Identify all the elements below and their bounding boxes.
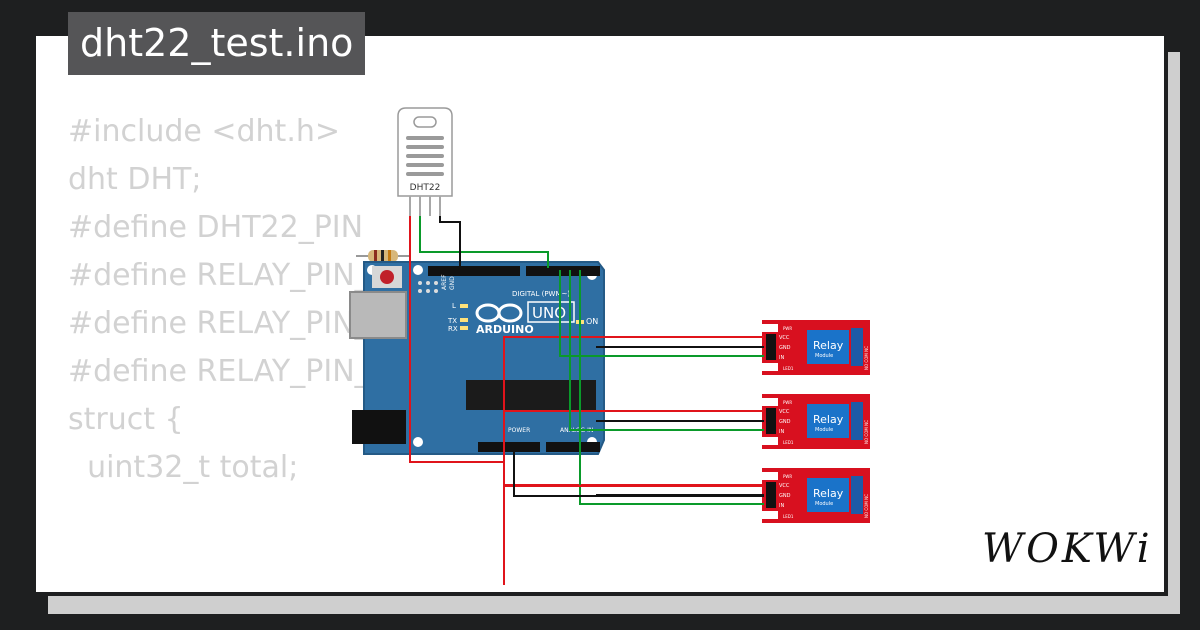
sensor-label: DHT22 (410, 183, 441, 193)
wire-sensor-vcc (409, 216, 504, 463)
gnd-label: GND (449, 276, 456, 290)
code-line: #define RELAY_PIN_ (68, 306, 370, 341)
relay-led1 (762, 363, 778, 371)
relay-box (807, 478, 849, 512)
relay-led-label: LED1 (783, 440, 794, 445)
relay-pin-label: IN (779, 355, 784, 361)
code-preview: #include <dht.h> dht DHT; #define DHT22_PI… (68, 108, 426, 492)
tx-label: TX (447, 317, 457, 325)
rx-label: RX (448, 325, 458, 333)
relay-pin-header (766, 482, 776, 508)
relay-subtitle: Module (815, 501, 833, 507)
wire-ground-bus (513, 446, 764, 497)
relay-pin-label: IN (779, 503, 784, 509)
relay-pin-label: VCC (779, 409, 790, 415)
relay-pin-label: GND (779, 345, 791, 351)
arduino-logo-icon (475, 303, 523, 323)
dht22-sensor[interactable]: DHT22 (397, 107, 453, 216)
relay-pwr-label: PWR (783, 326, 792, 331)
relay-pin-label: IN (779, 429, 784, 435)
wire-signal (579, 270, 764, 505)
relay-pwr-led (762, 472, 778, 480)
relay-box (807, 404, 849, 438)
relay-led1 (762, 511, 778, 519)
power-label: POWER (508, 427, 530, 434)
relay-pin-label: VCC (779, 483, 790, 489)
aref-label: AREF (441, 274, 448, 290)
relay-pwr-label: PWR (783, 474, 792, 479)
arduino-brand: ARDUINO (476, 323, 534, 336)
code-line: #include <dht.h> (68, 114, 341, 149)
code-line: dht DHT; (68, 162, 202, 197)
relay-terminal-labels: NO COM NC (864, 420, 869, 444)
wire-sensor-gnd (439, 216, 461, 268)
wire-sensor-data (419, 216, 549, 268)
relay-pin-label: VCC (779, 335, 790, 341)
relay-title: Relay (813, 339, 844, 352)
l-label: L (452, 302, 456, 310)
relay-led1 (762, 437, 778, 445)
relay-pin-header (766, 334, 776, 360)
on-label: ON (586, 317, 598, 326)
relay-subtitle: Module (815, 353, 833, 359)
digital-label: DIGITAL (PWM~) (512, 290, 570, 298)
code-line: #define RELAY_PIN_ (68, 258, 370, 293)
wire-power-bus (503, 462, 764, 487)
arduino-uno-board[interactable]: DIGITAL (PWM~) AREF GND ARDUINO UNO L TX… (349, 261, 605, 455)
relay-pwr-label: PWR (783, 400, 792, 405)
relay-led-label: LED1 (783, 366, 794, 371)
wires (409, 216, 764, 585)
relay-terminal-labels: NO COM NC (864, 494, 869, 518)
wire-vcc (503, 336, 600, 437)
relay-terminal-block (851, 476, 863, 514)
relay-pwr-led (762, 398, 778, 406)
code-line: uint32_t total; (68, 450, 299, 485)
wire-vcc (503, 484, 600, 585)
relay-pin-header (766, 408, 776, 434)
code-line: #define DHT22_PIN (68, 210, 364, 245)
wire-signal (569, 270, 764, 431)
relay-box (807, 330, 849, 364)
code-line: struct { (68, 402, 184, 437)
relay-led-label: LED1 (783, 514, 794, 519)
wire-signal (559, 270, 764, 357)
relay-title: Relay (813, 413, 844, 426)
relay-terminal-block (851, 402, 863, 440)
wokwi-logo: WOKWi (976, 522, 1152, 578)
resistor[interactable] (356, 250, 410, 262)
relay-terminal-labels: NO COM NC (864, 346, 869, 370)
relay-pin-label: GND (779, 419, 791, 425)
relay-pin-label: GND (779, 493, 791, 499)
file-name-tab[interactable]: dht22_test.ino (68, 12, 366, 75)
arduino-model: UNO (532, 304, 566, 322)
wokwi-logo-text: WOKWi (982, 526, 1153, 572)
relay-subtitle: Module (815, 427, 833, 433)
relay-title: Relay (813, 487, 844, 500)
relay-terminal-block (851, 328, 863, 366)
relay-pwr-led (762, 324, 778, 332)
